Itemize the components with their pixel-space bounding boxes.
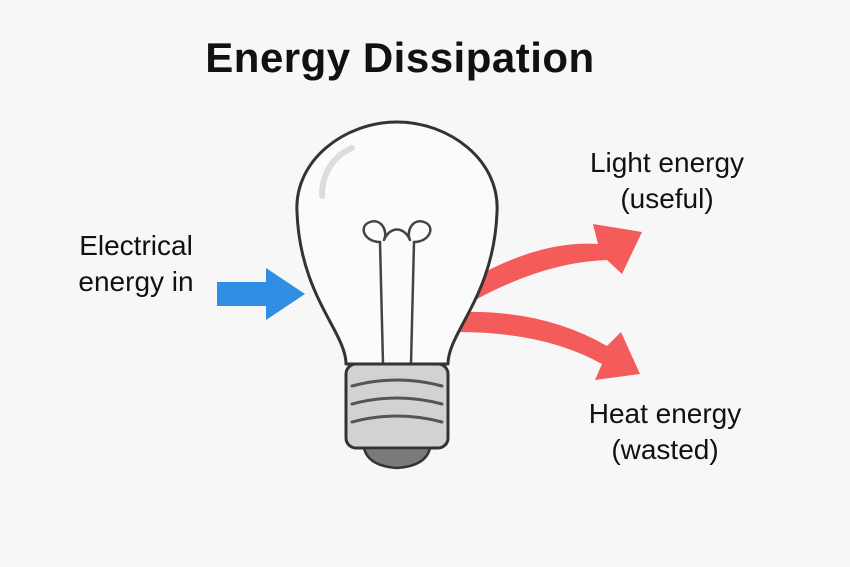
bulb-glass: [295, 120, 499, 366]
light-energy-label: Light energy (useful): [552, 145, 782, 217]
light-energy-label-line2: (useful): [620, 183, 714, 214]
light-bulb-icon: [295, 120, 499, 470]
light-output-arrow-icon: [470, 224, 642, 300]
bulb-thread-3: [350, 414, 444, 424]
filament-coil: [362, 220, 432, 244]
bulb-contact-cap: [362, 446, 432, 470]
heat-output-arrow-icon: [458, 311, 640, 380]
diagram-title: Energy Dissipation: [205, 34, 595, 81]
bulb-highlight: [319, 145, 355, 199]
bulb-thread-1: [350, 378, 444, 388]
electrical-input-arrow-icon: [217, 268, 305, 320]
filament-wire-right: [409, 240, 416, 366]
electrical-energy-label-line2: energy in: [78, 266, 194, 297]
heat-energy-label: Heat energy (wasted): [540, 396, 790, 468]
electrical-energy-label: Electrical energy in: [52, 228, 220, 300]
electrical-energy-label-line1: Electrical: [79, 230, 193, 261]
bulb-base: [344, 362, 450, 450]
bulb-thread-2: [350, 396, 444, 406]
heat-energy-label-line2: (wasted): [611, 434, 719, 465]
light-energy-label-line1: Light energy: [589, 147, 745, 178]
heat-energy-label-line1: Heat energy: [588, 398, 742, 429]
filament-wire-left: [378, 240, 385, 366]
